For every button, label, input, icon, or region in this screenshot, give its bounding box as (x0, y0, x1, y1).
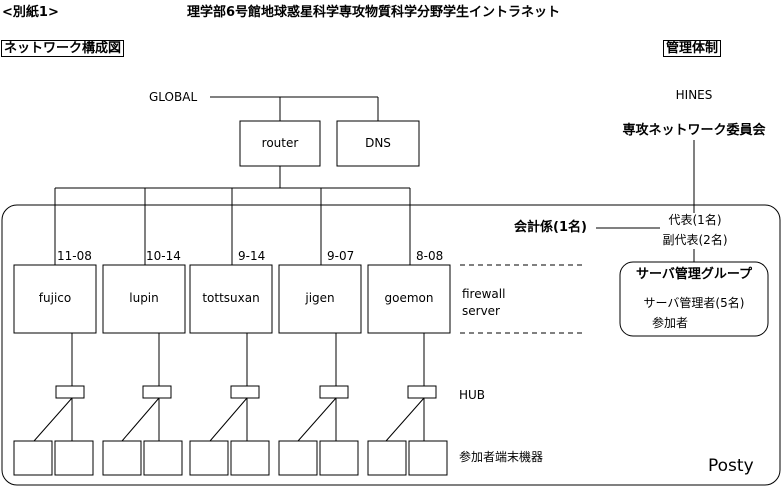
server-id: 8-08 (416, 249, 444, 263)
page-title: 理学部6号館地球惑星科学専攻物質科学分野学生イントラネット (187, 5, 561, 20)
server-id: 11-08 (57, 249, 92, 263)
vice-representative-label: 副代表(2名) (662, 233, 728, 247)
server-admins-label: サーバ管理者(5名) (643, 296, 745, 310)
hub-5 (407, 385, 437, 399)
participants-label: 参加者 (651, 316, 688, 330)
server-box-lupin (102, 264, 186, 334)
terminal (408, 440, 448, 476)
hub-3 (230, 385, 260, 399)
hub-1 (55, 385, 85, 399)
committee-label: 専攻ネットワーク委員会 (622, 123, 766, 138)
server-id: 9-07 (327, 249, 355, 263)
dns-box (336, 120, 420, 167)
posty-label: Posty (708, 456, 754, 476)
server-name: lupin (129, 291, 159, 305)
firewall-label: firewall (462, 287, 506, 301)
server-id: 9-14 (238, 249, 266, 263)
router-label: router (261, 136, 299, 150)
server-name: goemon (384, 291, 434, 305)
server-box-fujico (13, 264, 97, 334)
terminal (13, 440, 53, 476)
accountant-label: 会計係(1名) (514, 220, 587, 235)
server-name: jigen (305, 291, 335, 305)
network-section-title: ネットワーク構成図 (1, 40, 125, 57)
hub-label: HUB (459, 388, 486, 402)
firewall-server-label: server (462, 304, 500, 318)
server-box-goemon (367, 264, 451, 334)
server-id: 10-14 (146, 249, 181, 263)
terminals-label: 参加者端末機器 (459, 450, 544, 464)
server-admin-group-box (619, 261, 769, 337)
dns-label: DNS (365, 136, 391, 150)
hines-label: HINES (675, 88, 713, 102)
terminal (102, 440, 142, 476)
representative-label: 代表(1名) (668, 213, 722, 227)
terminal (319, 440, 359, 476)
terminal (143, 440, 183, 476)
server-box-tottsuxan (189, 264, 273, 334)
terminal (230, 440, 270, 476)
terminal (54, 440, 94, 476)
server-box-jigen (278, 264, 362, 334)
hub-4 (319, 385, 349, 399)
terminal (189, 440, 229, 476)
server-name: tottsuxan (202, 291, 260, 305)
global-label: GLOBAL (149, 90, 198, 104)
intranet-frame (1, 204, 781, 486)
server-name: fujico (38, 291, 72, 305)
terminal (278, 440, 318, 476)
hub-2 (142, 385, 172, 399)
management-section-title: 管理体制 (663, 40, 722, 57)
server-admin-group-title: サーバ管理グループ (635, 267, 753, 282)
terminal (367, 440, 407, 476)
attachment-label: <別紙1> (2, 5, 59, 20)
